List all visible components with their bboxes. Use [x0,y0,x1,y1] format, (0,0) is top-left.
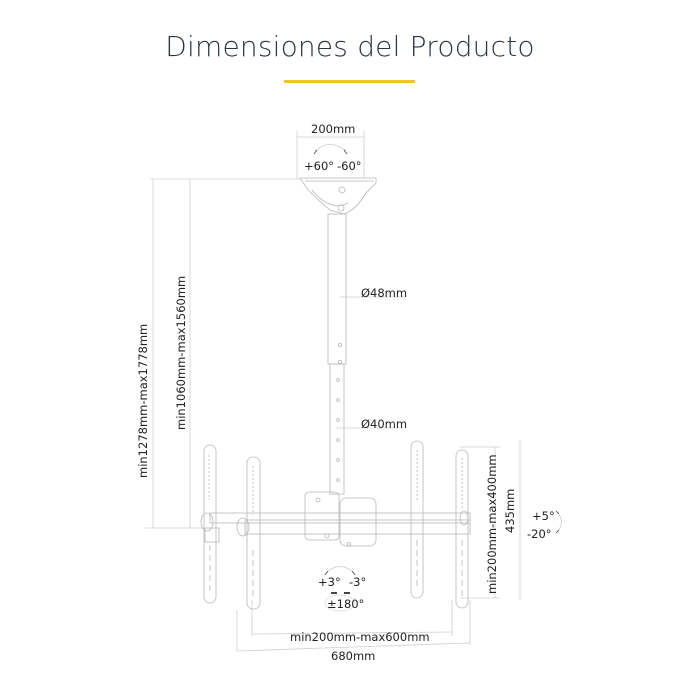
ceiling-plate-width-label: 200mm [311,122,356,136]
overall-width-label: 680mm [331,649,376,663]
dimension-lines [145,131,521,652]
total-height-label: min1278mm-max1778mm [136,323,150,478]
swivel-left-label: +60° [304,159,335,173]
page-title: Dimensiones del Producto [165,30,535,63]
roll-left-label: +3° [318,575,341,589]
roll-right-label: -3° [349,575,367,589]
tilt-up-label: +5° [532,509,555,523]
ceiling-plate [299,177,377,215]
vesa-horizontal-label: min200mm-max600mm [290,630,430,644]
vesa-strip-2 [236,456,261,610]
vesa-strip-4 [455,449,469,609]
vesa-strip-1 [200,444,220,604]
vesa-strip-3 [410,440,424,599]
roll-rotation-arrows [324,566,356,612]
tilt-arrows [555,510,562,534]
rotation-label: ±180° [327,597,365,611]
title-accent-underline [284,80,415,83]
bracket-height-label: 435mm [503,488,517,533]
tilt-down-label: -20° [527,527,552,541]
vesa-vertical-label: min200mm-max400mm [485,454,499,594]
central-hub [304,491,377,547]
upper-pole-diameter-label: Ø48mm [361,286,408,300]
swivel-right-label: -60° [337,159,362,173]
pole-length-label: min1060mm-max1560mm [174,275,188,430]
lower-pole-diameter-label: Ø40mm [361,417,408,431]
swivel-arc-top [313,144,348,155]
pole [327,213,347,495]
